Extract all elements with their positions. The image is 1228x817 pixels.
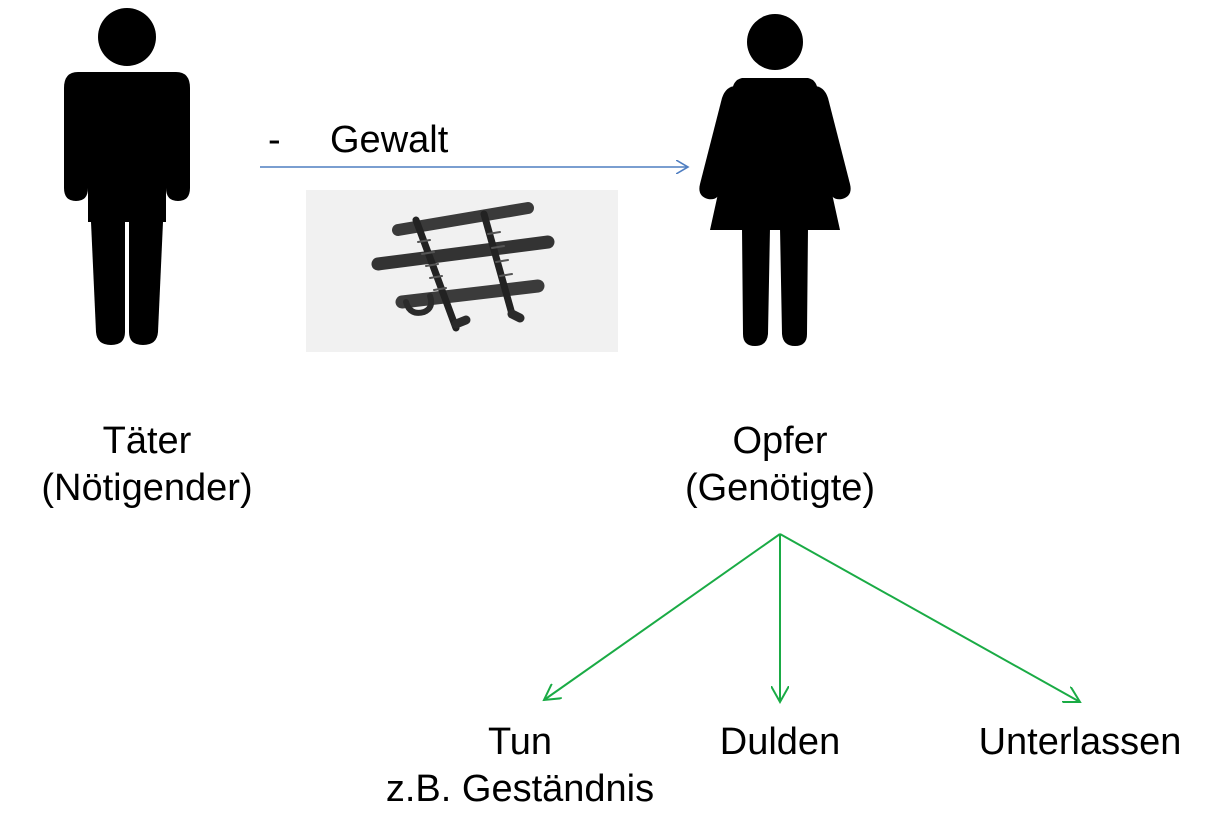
outcome-dulden: Dulden: [719, 721, 841, 763]
victim-label: Opfer: [732, 420, 828, 462]
perpetrator-sublabel: (Nötigender): [41, 467, 253, 509]
arrow-to-unterlassen: [779, 533, 1080, 702]
thumbscrew-image: [306, 190, 618, 352]
outcome-unterlassen: Unterlassen: [978, 721, 1182, 763]
man-figure-icon: [64, 8, 190, 345]
force-dash: -: [268, 119, 281, 161]
perpetrator-label: Täter: [102, 420, 192, 462]
outcome-tun: Tun: [487, 721, 553, 763]
victim-sublabel: (Genötigte): [684, 467, 876, 509]
force-label: Gewalt: [330, 119, 449, 161]
arrow-to-tun: [544, 533, 781, 700]
outcome-tun-example: z.B. Geständnis: [385, 768, 655, 810]
woman-figure-icon: [699, 14, 851, 346]
